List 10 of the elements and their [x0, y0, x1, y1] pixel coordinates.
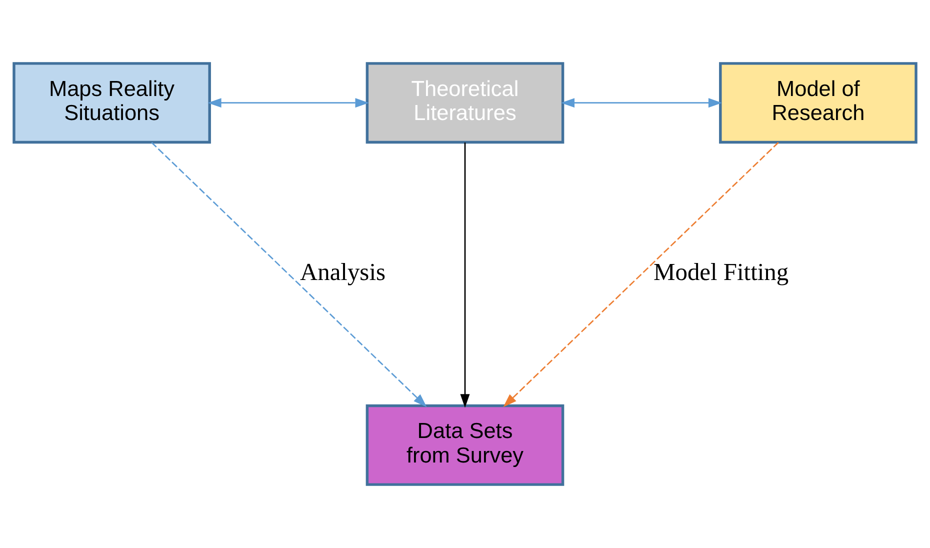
- node-box: Maps Reality Situations: [12, 62, 211, 144]
- arrow: [503, 142, 779, 408]
- edge-label: Analysis: [300, 258, 386, 286]
- node-box: Data Sets from Survey: [366, 404, 564, 486]
- arrow: [208, 98, 369, 108]
- edge-label: Model Fitting: [654, 258, 789, 286]
- arrow: [151, 142, 427, 408]
- node-box: Model of Research: [719, 62, 918, 144]
- arrow: [460, 142, 470, 408]
- arrow: [560, 98, 722, 108]
